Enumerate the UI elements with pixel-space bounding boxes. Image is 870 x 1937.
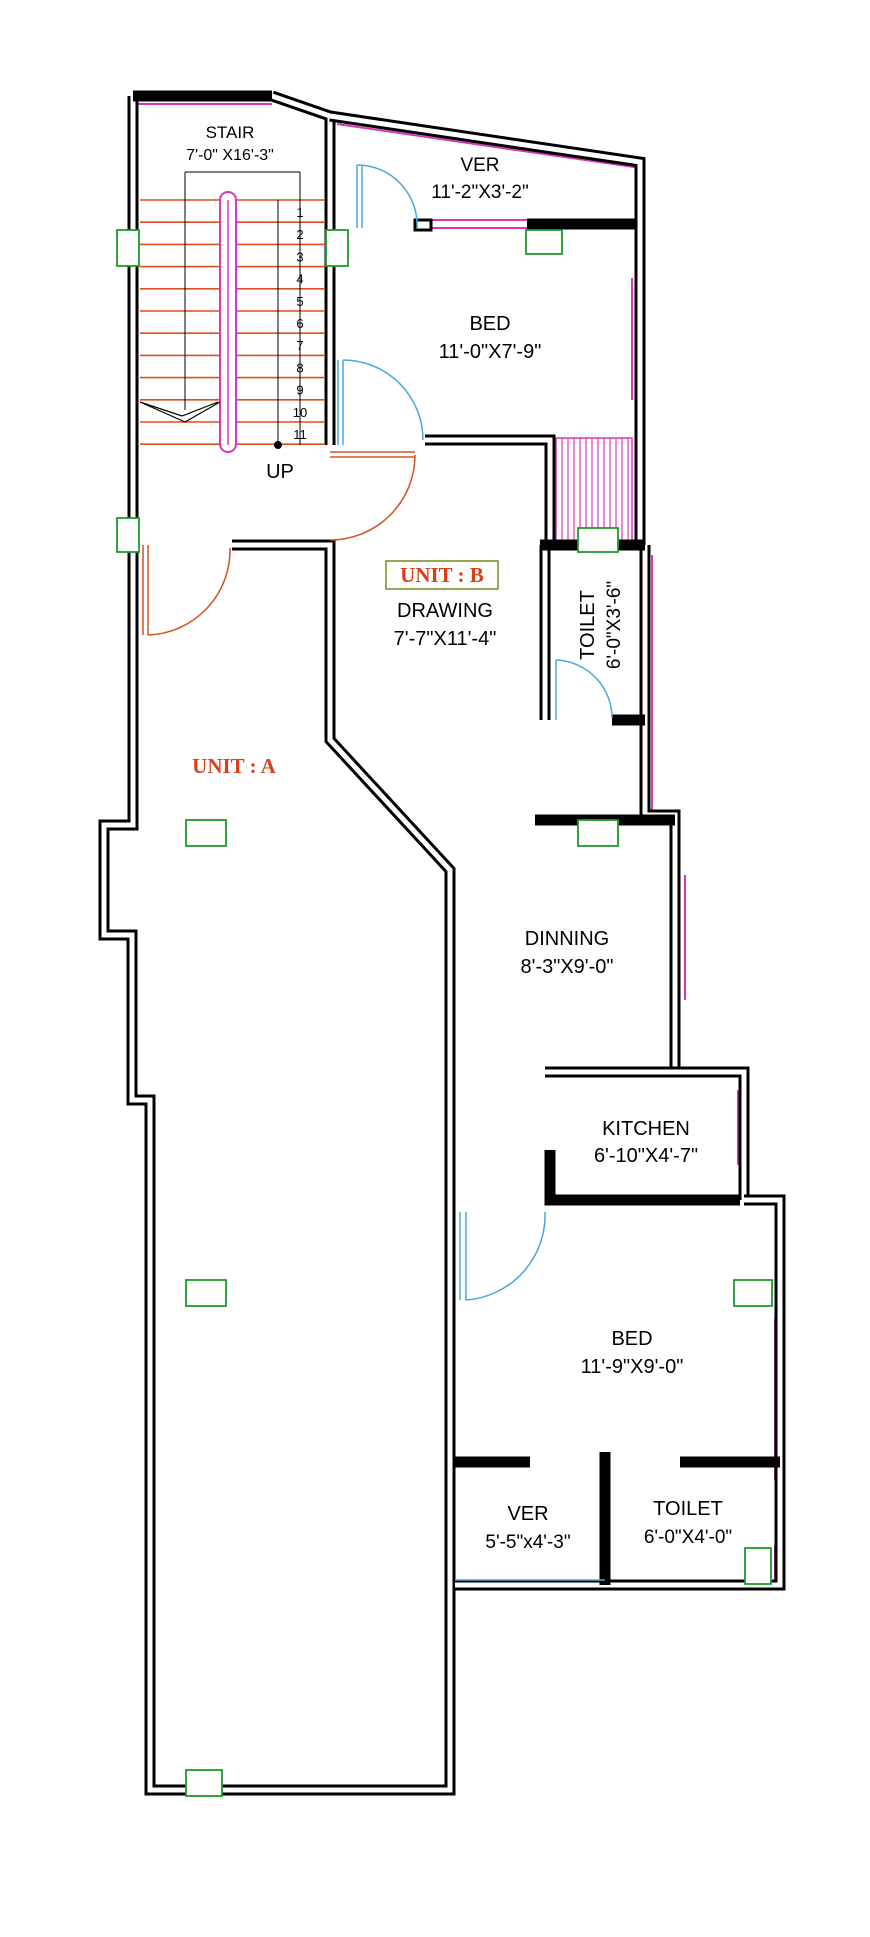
bed-top-size: 11'-0"X7'-9" [439, 341, 542, 363]
stair-up-marker [274, 441, 282, 449]
bed-bottom-size: 11'-9"X9'-0" [581, 1356, 684, 1378]
toilet-shaft-hatch [555, 437, 633, 543]
toilet-bottom-size: 6'-0"X4'-0" [644, 1527, 732, 1548]
bed-top-name: BED [469, 313, 510, 335]
toilet-top-size: 6'-0"X3'-6" [604, 581, 625, 669]
ver-top-size: 11'-2"X3'-2" [431, 182, 529, 203]
dinning-size: 8'-3"X9'-0" [521, 956, 614, 978]
ver-top-name: VER [460, 155, 499, 176]
unit-b-label: UNIT : B [400, 563, 484, 587]
room-labels: STAIR 7'-0" X16'-3" VER 11'-2"X3'-2" BED… [186, 123, 732, 1553]
stair-name: STAIR [206, 123, 255, 142]
unit-a-label: UNIT : A [192, 754, 276, 778]
toilet-top-name: TOILET [577, 590, 599, 660]
kitchen-name: KITCHEN [602, 1118, 690, 1140]
stair-size: 7'-0" X16'-3" [186, 147, 274, 164]
dinning-name: DINNING [525, 928, 609, 950]
doors [142, 164, 613, 1581]
ver-bottom-name: VER [507, 1503, 548, 1525]
vent-markers [116, 229, 773, 1797]
drawing-size: 7'-7"X11'-4" [394, 628, 497, 650]
bed-bottom-name: BED [611, 1328, 652, 1350]
drawing-name: DRAWING [397, 600, 493, 622]
kitchen-size: 6'-10"X4'-7" [594, 1145, 698, 1167]
ver-bottom-size: 5'-5"x4'-3" [485, 1532, 570, 1553]
unit-b-frame [385, 560, 499, 590]
stair-up-label: UP [266, 461, 294, 483]
toilet-bottom-name: TOILET [653, 1498, 723, 1520]
unit-labels: UNIT : B UNIT : A [192, 560, 499, 778]
